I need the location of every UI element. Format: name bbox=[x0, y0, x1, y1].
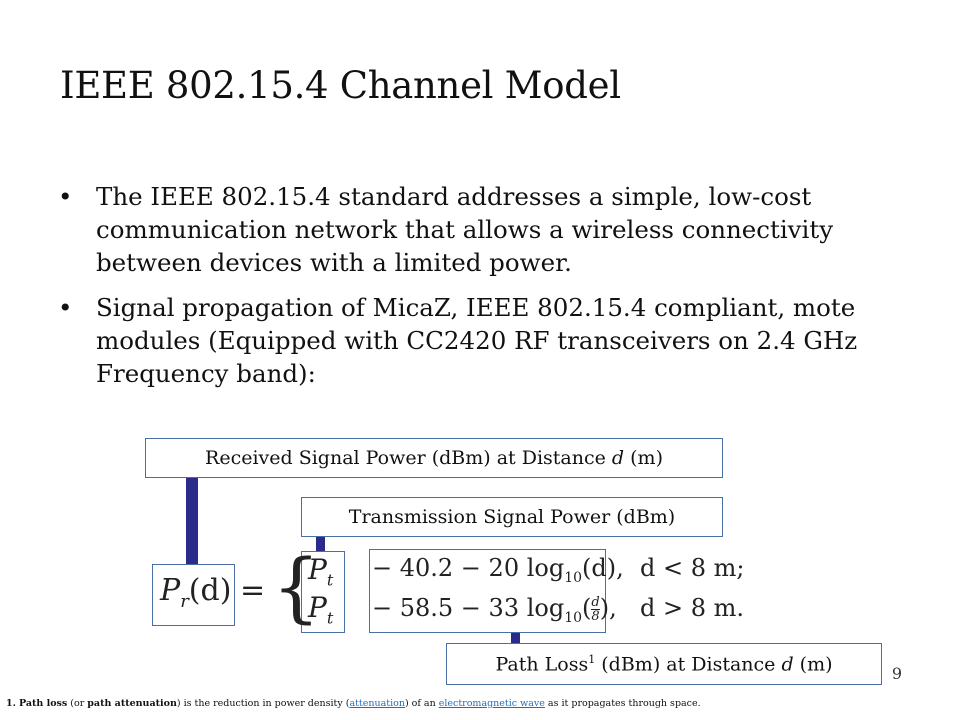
page-number: 9 bbox=[891, 664, 902, 683]
lhs-argument: (d) bbox=[188, 573, 232, 608]
row2-frac-den: 8 bbox=[591, 609, 600, 624]
row1-loss: − 40.2 − 20 log10(d), bbox=[372, 554, 624, 586]
footnote-alt-term: path attenuation bbox=[87, 698, 177, 709]
path-loss-label-box: Path Loss1 (dBm) at Distance d (m) bbox=[446, 643, 882, 685]
electromagnetic-wave-link[interactable]: electromagnetic wave bbox=[438, 698, 545, 709]
path-loss-box bbox=[369, 549, 606, 633]
bullet-text: The IEEE 802.15.4 standard addresses a s… bbox=[96, 182, 834, 277]
equation-brace: { bbox=[272, 542, 321, 631]
row2-pt-subscript: t bbox=[326, 608, 334, 628]
path-loss-prefix: Path Loss bbox=[495, 653, 589, 676]
attenuation-link[interactable]: attenuation bbox=[349, 698, 405, 709]
row1-pt-subscript: t bbox=[326, 570, 334, 590]
row1-loss-text: − 40.2 − 20 log bbox=[372, 554, 565, 582]
lhs-box bbox=[152, 564, 235, 626]
footnote: 1. Path loss (or path attenuation) is th… bbox=[6, 698, 956, 709]
footnote-number: 1. bbox=[6, 698, 16, 709]
lhs-symbol: P bbox=[160, 573, 181, 608]
pt-box bbox=[301, 551, 345, 633]
row2-pt-symbol: P bbox=[308, 591, 327, 624]
path-loss-suffix: (m) bbox=[793, 653, 833, 676]
row2-loss-text: − 58.5 − 33 log bbox=[372, 594, 565, 622]
row1-argument: (d), bbox=[582, 554, 624, 582]
path-loss-label: Path Loss1 (dBm) at Distance d (m) bbox=[495, 653, 832, 675]
path-loss-var: d bbox=[781, 653, 794, 676]
transmission-connector-bar bbox=[316, 537, 325, 551]
bullet-text: Signal propagation of MicaZ, IEEE 802.15… bbox=[96, 293, 858, 388]
bullet-marker: • bbox=[58, 182, 73, 211]
row2-arg-open: ( bbox=[582, 594, 592, 622]
row1-pt: Pt bbox=[308, 553, 333, 590]
received-label-var: d bbox=[611, 447, 625, 469]
row2-arg-close: ), bbox=[599, 594, 617, 622]
equation-lhs: Pr(d) bbox=[160, 573, 231, 612]
footnote-or: (or bbox=[67, 698, 88, 709]
bullet-item: • The IEEE 802.15.4 standard addresses a… bbox=[58, 180, 938, 279]
pathloss-connector-bar bbox=[511, 632, 520, 644]
received-power-label: Received Signal Power (dBm) at Distance … bbox=[205, 447, 663, 469]
footnote-end: as it propagates through space. bbox=[544, 698, 701, 709]
footnote-term: Path loss bbox=[18, 698, 68, 709]
equation-equals: = bbox=[240, 573, 266, 608]
row2-frac-num: d bbox=[591, 595, 600, 610]
bullet-marker: • bbox=[58, 293, 73, 322]
slide-title: IEEE 802.15.4 Channel Model bbox=[60, 64, 621, 107]
bullet-item: • Signal propagation of MicaZ, IEEE 802.… bbox=[58, 291, 938, 390]
received-label-prefix: Received Signal Power (dBm) at Distance bbox=[205, 447, 612, 469]
received-power-label-box: Received Signal Power (dBm) at Distance … bbox=[145, 438, 723, 478]
row1-log-base: 10 bbox=[564, 569, 583, 586]
path-loss-mid: (dBm) at Distance bbox=[595, 653, 782, 676]
footnote-mid: ) is the reduction in power density ( bbox=[176, 698, 350, 709]
received-label-suffix: (m) bbox=[624, 447, 663, 469]
row2-log-base: 10 bbox=[564, 609, 583, 626]
received-connector-bar bbox=[186, 478, 198, 564]
row1-condition: d < 8 m; bbox=[640, 554, 745, 582]
transmission-power-label: Transmission Signal Power (dBm) bbox=[348, 506, 676, 528]
row1-pt-symbol: P bbox=[308, 553, 327, 586]
footnote-ref: 1 bbox=[588, 652, 596, 666]
bullet-list: • The IEEE 802.15.4 standard addresses a… bbox=[58, 180, 938, 402]
lhs-subscript: r bbox=[180, 591, 189, 612]
footnote-mid2: ) of an bbox=[404, 698, 439, 709]
transmission-power-label-box: Transmission Signal Power (dBm) bbox=[301, 497, 723, 537]
row2-pt: Pt bbox=[308, 591, 333, 628]
row2-condition: d > 8 m. bbox=[640, 594, 745, 622]
